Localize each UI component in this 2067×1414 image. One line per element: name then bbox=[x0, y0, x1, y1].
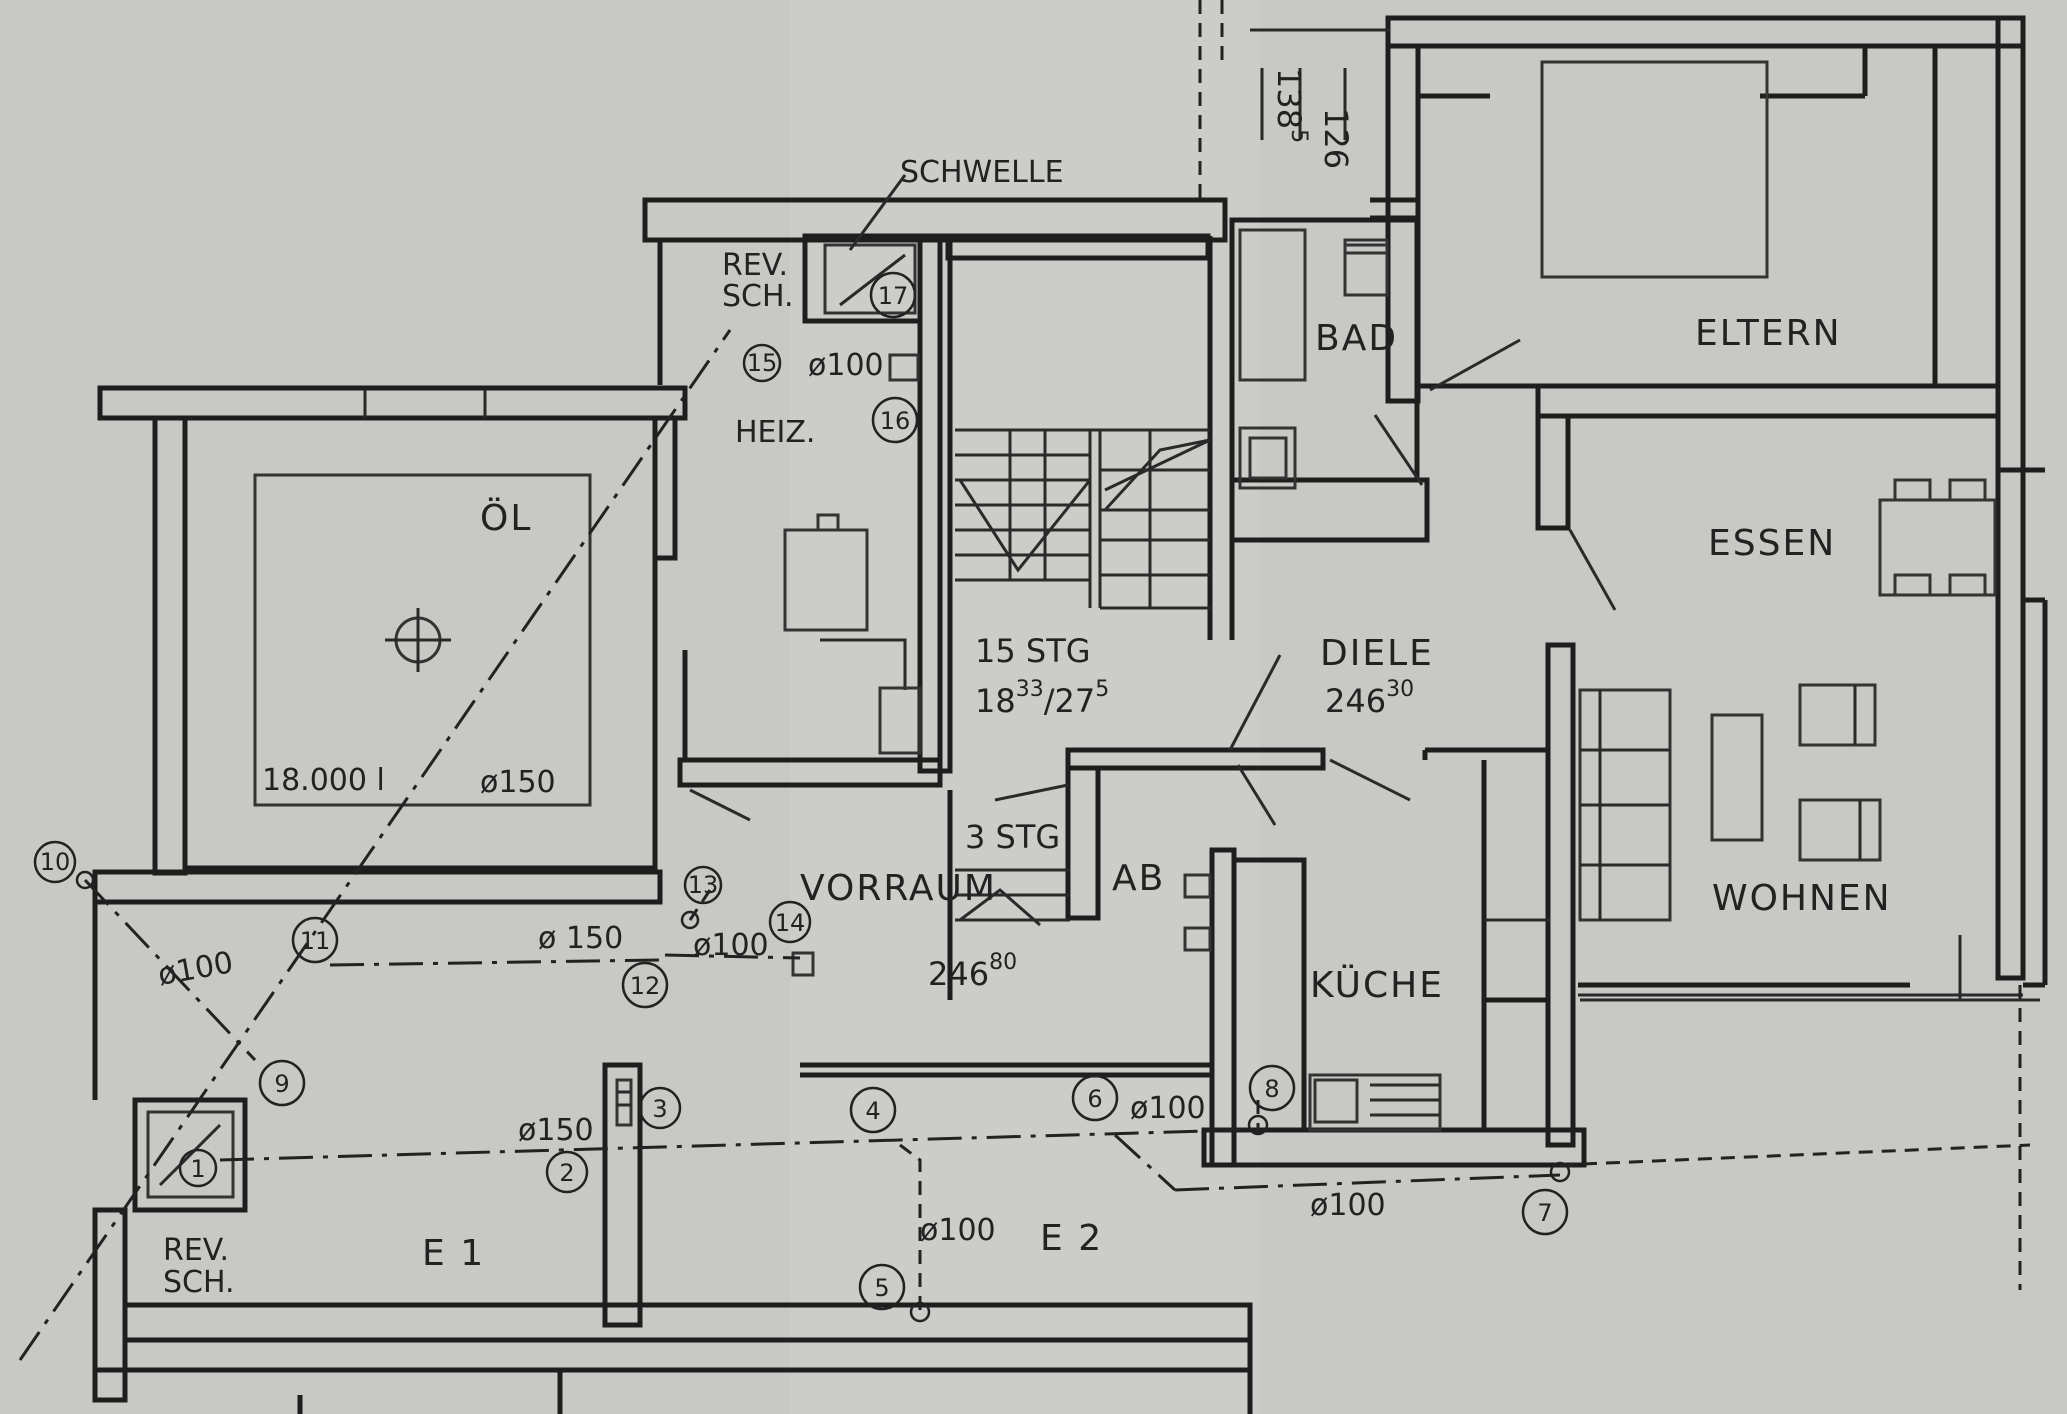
svg-text:17: 17 bbox=[878, 282, 909, 310]
marker: 11 bbox=[291, 916, 339, 964]
marker: 12 bbox=[621, 961, 669, 1009]
pipes bbox=[18, 329, 2031, 1361]
svg-text:3: 3 bbox=[652, 1095, 667, 1123]
paper-fold bbox=[790, 0, 1260, 1414]
svg-text:16: 16 bbox=[880, 407, 911, 435]
stove bbox=[1308, 1073, 1442, 1132]
marker: 3 bbox=[638, 1086, 682, 1130]
pipe-label: ø100 bbox=[693, 928, 769, 963]
room-label-essen: ESSEN bbox=[1708, 523, 1836, 564]
room-label-oel: ÖL bbox=[480, 497, 532, 539]
coffee-table bbox=[1710, 713, 1764, 842]
rev-sch-bottom-label-1: REV. bbox=[163, 1233, 229, 1268]
pipe-label: ø100 bbox=[920, 1213, 996, 1248]
main-stair bbox=[955, 428, 1211, 610]
svg-text:4: 4 bbox=[865, 1097, 880, 1125]
svg-text:12: 12 bbox=[630, 972, 661, 1000]
room-label-ab: AB bbox=[1112, 858, 1165, 899]
pipe-label: ø150 bbox=[480, 765, 556, 800]
dimension-126: 126 bbox=[1317, 108, 1355, 169]
svg-text:8: 8 bbox=[1264, 1075, 1279, 1103]
small-stair-label: 3 STG bbox=[965, 818, 1060, 856]
shower bbox=[1238, 426, 1297, 490]
pipe-label: ø150 bbox=[518, 1113, 594, 1148]
dining-table bbox=[1878, 498, 1997, 597]
labels: ÖL 18.000 l HEIZ. SCHWELLE REV. SCH. BAD… bbox=[155, 68, 1892, 1300]
pipe-label: ø 150 bbox=[538, 921, 623, 956]
svg-text:1: 1 bbox=[190, 1155, 205, 1183]
marker: 13 bbox=[683, 865, 723, 905]
markers: 1 2 3 4 5 6 7 8 9 10 11 12 13 14 15 16 1… bbox=[33, 271, 1571, 1323]
bed bbox=[1540, 60, 1769, 279]
room-label-eltern: ELTERN bbox=[1695, 313, 1842, 354]
room-label-bad: BAD bbox=[1315, 318, 1398, 359]
walls bbox=[92, 15, 2048, 1414]
room-label-e1: E 1 bbox=[422, 1233, 485, 1274]
marker: 2 bbox=[545, 1150, 589, 1194]
room-label-diele: DIELE bbox=[1320, 633, 1434, 674]
marker: 10 bbox=[33, 840, 77, 884]
marker: 7 bbox=[1521, 1188, 1569, 1236]
marker: 14 bbox=[768, 900, 812, 944]
pipe-label: ø100 bbox=[808, 348, 884, 383]
armchair bbox=[1798, 683, 1877, 747]
small-stair bbox=[955, 783, 1070, 927]
svg-text:14: 14 bbox=[775, 909, 806, 937]
room-label-e2: E 2 bbox=[1040, 1218, 1103, 1259]
room-label-heiz: HEIZ. bbox=[735, 415, 815, 450]
marker: 16 bbox=[871, 396, 919, 444]
svg-text:7: 7 bbox=[1537, 1199, 1552, 1227]
marker: 15 bbox=[742, 343, 782, 383]
svg-text:15: 15 bbox=[747, 349, 778, 377]
rev-sch-bottom-label-2: SCH. bbox=[163, 1265, 235, 1300]
svg-text:5: 5 bbox=[874, 1274, 889, 1302]
schwelle-label: SCHWELLE bbox=[900, 155, 1064, 190]
svg-text:9: 9 bbox=[274, 1070, 289, 1098]
marker: 17 bbox=[869, 271, 917, 319]
marker: 5 bbox=[858, 1263, 906, 1311]
svg-text:10: 10 bbox=[40, 848, 71, 876]
svg-text:2: 2 bbox=[559, 1159, 574, 1187]
stair-ratio-label: 1833/275 bbox=[975, 677, 1109, 720]
marker: 4 bbox=[849, 1086, 897, 1134]
bathtub bbox=[1238, 228, 1307, 382]
marker: 1 bbox=[178, 1148, 218, 1188]
svg-text:13: 13 bbox=[688, 871, 719, 899]
armchair bbox=[1798, 798, 1882, 862]
fixtures bbox=[146, 0, 1997, 1199]
rev-sch-top-label-2: SCH. bbox=[722, 279, 794, 314]
stair-steps-label: 15 STG bbox=[975, 632, 1091, 670]
toilet bbox=[1343, 238, 1389, 297]
diele-level-label: 24630 bbox=[1325, 677, 1414, 720]
marker: 8 bbox=[1248, 1064, 1296, 1112]
marker: 9 bbox=[258, 1059, 306, 1107]
svg-text:6: 6 bbox=[1087, 1085, 1102, 1113]
room-label-wohnen: WOHNEN bbox=[1712, 878, 1892, 919]
vorraum-level-label: 24680 bbox=[928, 950, 1017, 993]
room-label-vorraum: VORRAUM bbox=[800, 868, 997, 909]
svg-text:11: 11 bbox=[300, 927, 331, 955]
dimension-1385: 1385 bbox=[1270, 68, 1311, 143]
marker: 6 bbox=[1071, 1074, 1119, 1122]
pipe-label: ø100 bbox=[1310, 1188, 1386, 1223]
tank-volume-label: 18.000 l bbox=[262, 763, 385, 798]
rev-sch-top-label-1: REV. bbox=[722, 248, 788, 283]
room-label-kueche: KÜCHE bbox=[1310, 964, 1444, 1006]
pipe-label: ø100 bbox=[1130, 1091, 1206, 1126]
